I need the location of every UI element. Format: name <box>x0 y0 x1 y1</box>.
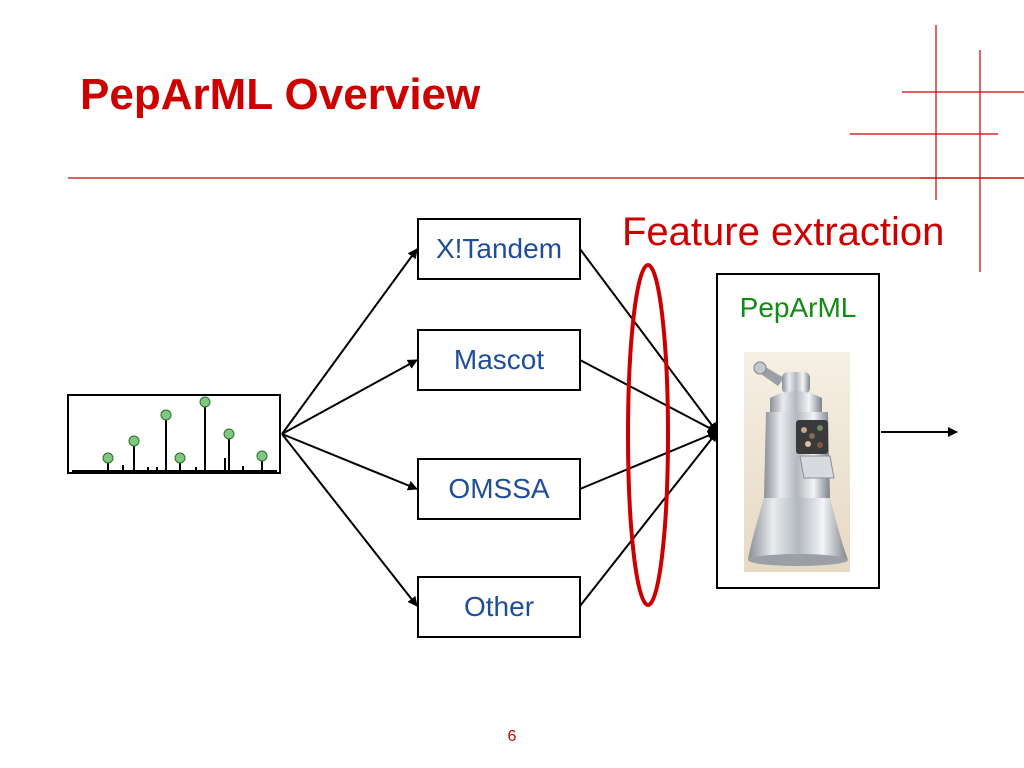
combiner-label: PepArML <box>739 292 857 323</box>
engine-label-xtandem: X!Tandem <box>435 233 563 264</box>
slide-title: PepArML Overview <box>80 70 481 119</box>
engine-boxes <box>417 218 581 638</box>
page-number: 6 <box>507 728 517 745</box>
engine-label-mascot: Mascot <box>453 344 545 375</box>
feature-extraction-label: Feature extraction <box>622 210 945 254</box>
mass-spectrum-icon <box>67 394 281 474</box>
engine-box-omssa <box>417 458 581 520</box>
fan-in-arrows <box>579 248 718 607</box>
engine-box-other <box>417 576 581 638</box>
feature-extraction-ellipse <box>626 263 670 607</box>
engine-box-xtandem <box>417 218 581 280</box>
pepper-mill-icon <box>744 352 850 572</box>
engine-box-mascot <box>417 329 581 391</box>
engine-label-other: Other <box>463 591 535 622</box>
fan-out-arrows <box>281 248 418 607</box>
engine-label-omssa: OMSSA <box>448 473 550 504</box>
